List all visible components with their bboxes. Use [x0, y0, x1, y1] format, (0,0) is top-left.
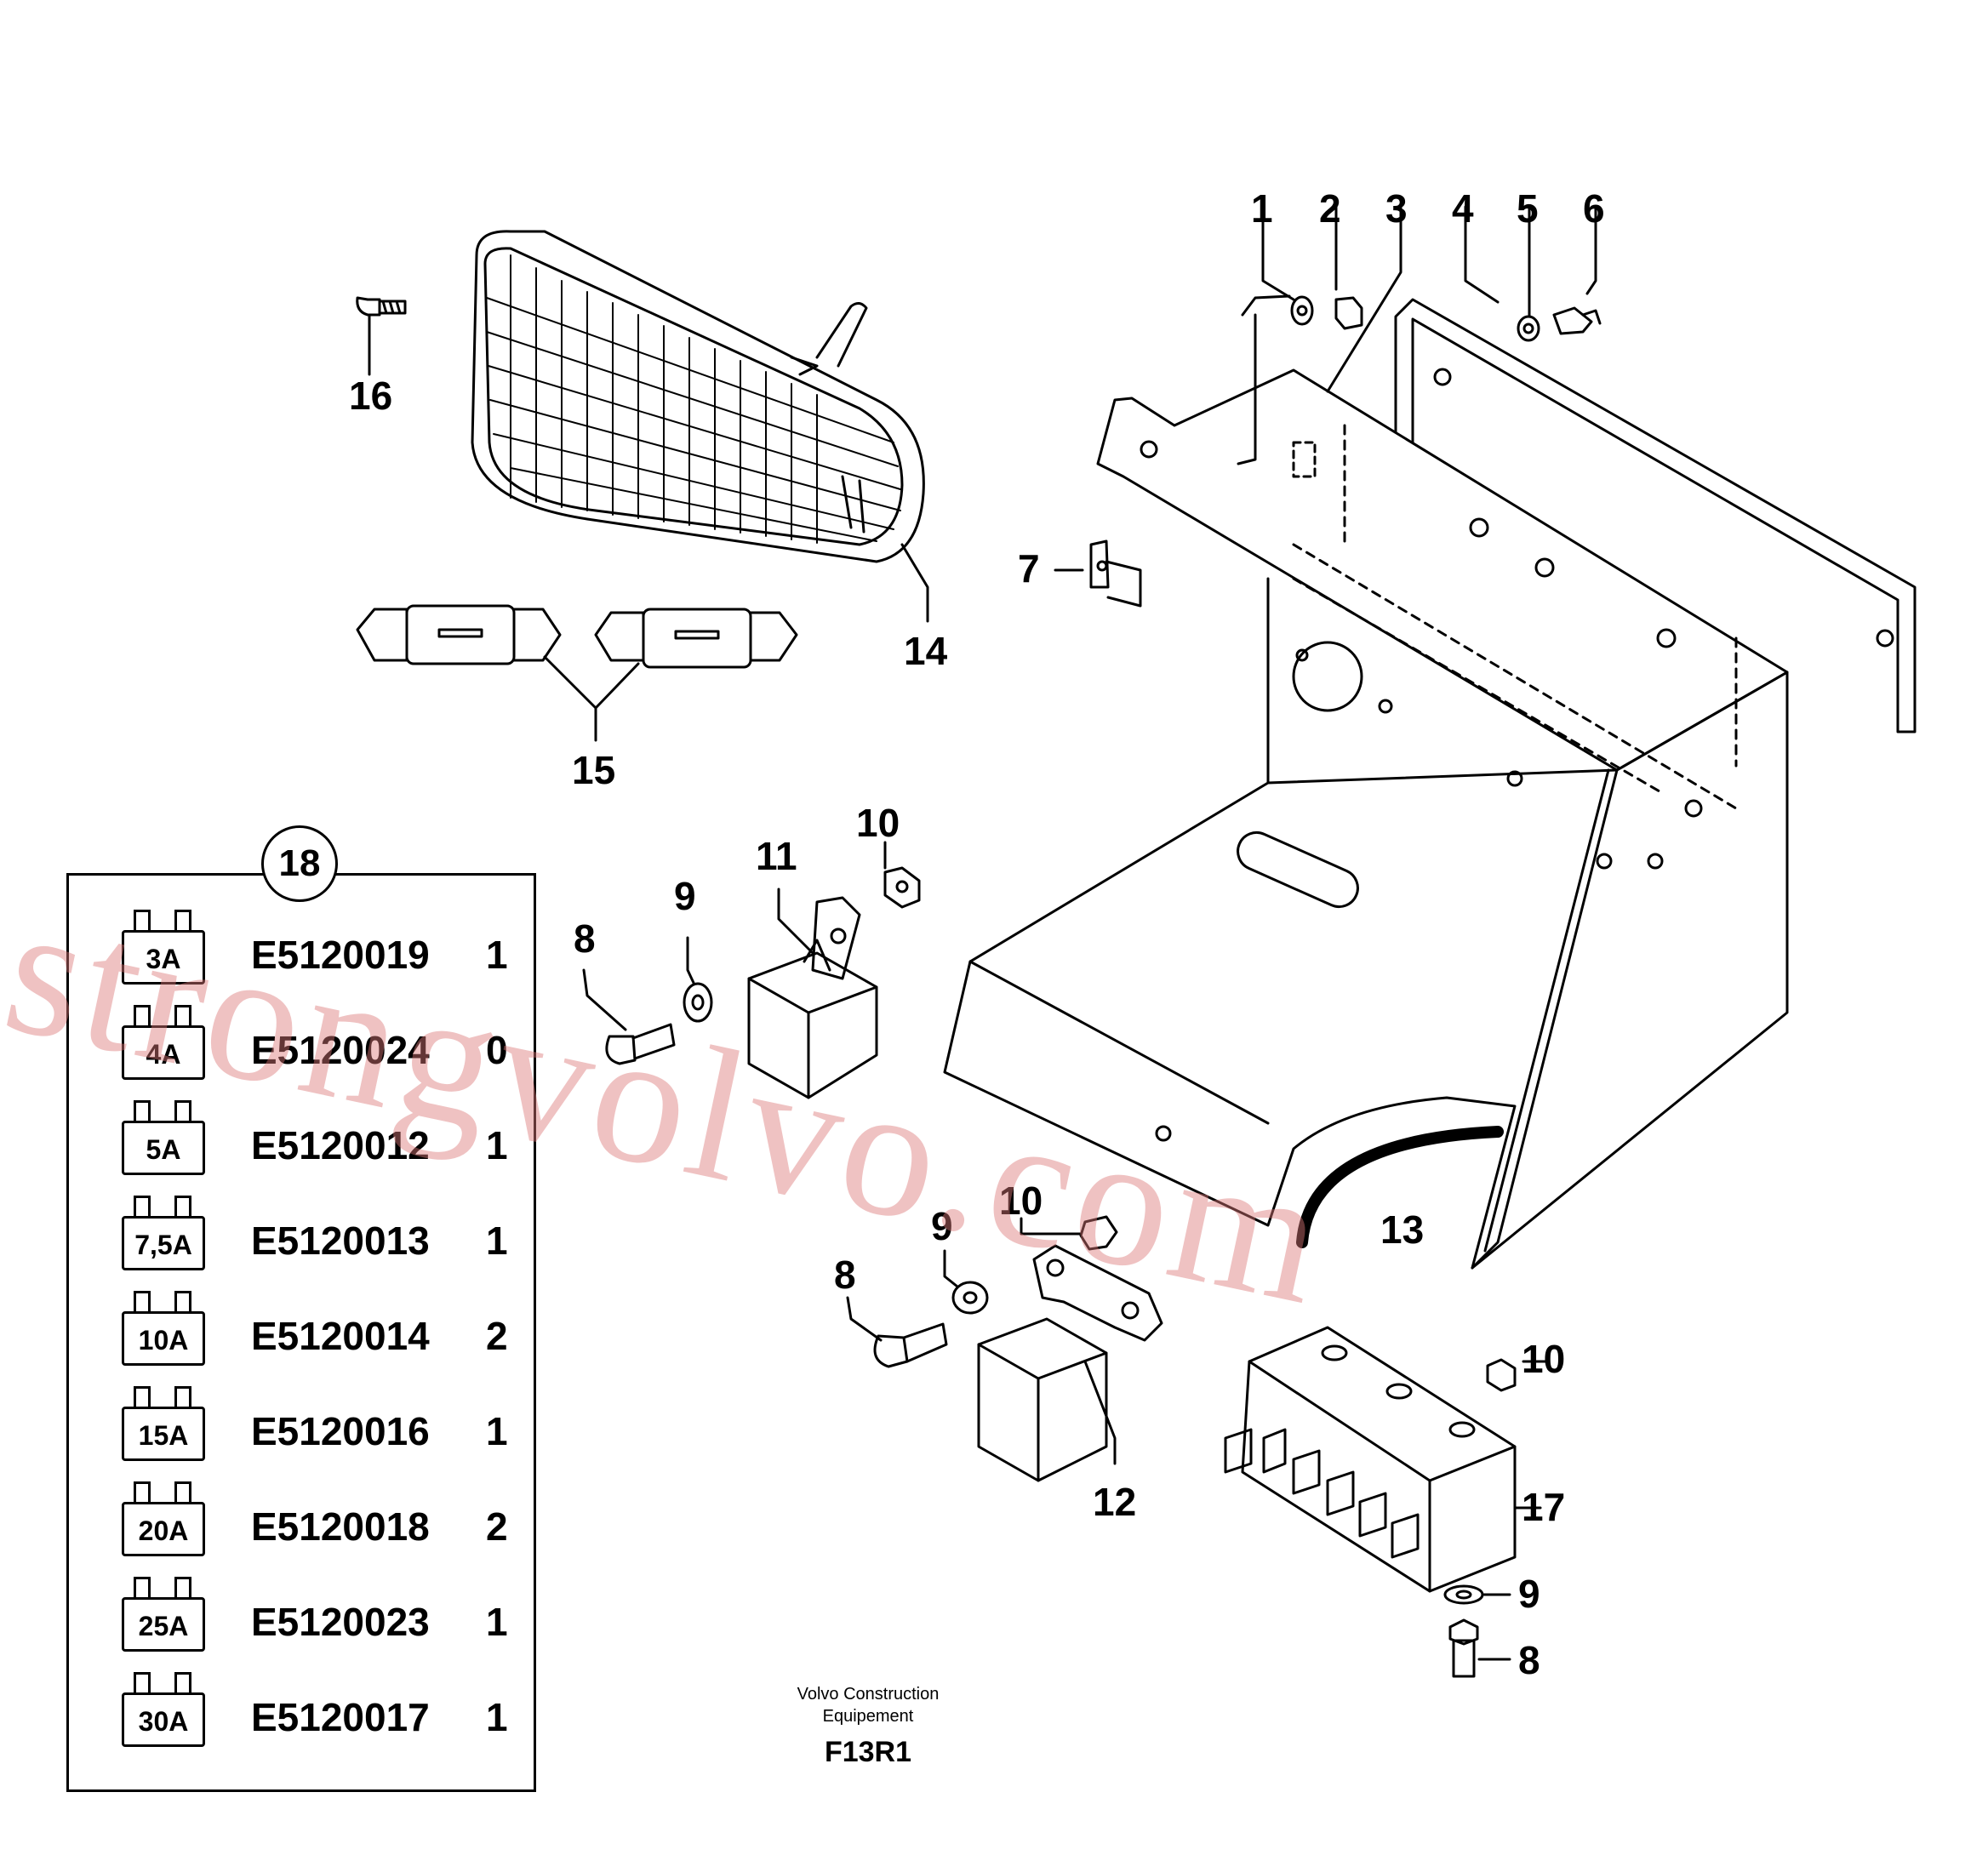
fuse-part-number: E5120012: [251, 1123, 430, 1167]
fuse-row: 5A E5120012 1: [69, 1090, 534, 1185]
callout-8-relay12: 8: [834, 1253, 856, 1297]
callout-15: 15: [572, 748, 616, 792]
callout-13: 13: [1380, 1207, 1425, 1252]
callout-9-relay12: 9: [931, 1204, 953, 1248]
fuse-row: 4A E5120024 0: [69, 995, 534, 1090]
fuse-icon: 7,5A: [122, 1185, 207, 1274]
fuse-rating: 4A: [146, 1039, 181, 1070]
fuse-part-number: E5120019: [251, 933, 430, 977]
relay-12-drawing: [846, 1215, 1163, 1482]
fuse-rating: 5A: [146, 1134, 181, 1165]
fuse-part-number: E5120023: [251, 1600, 430, 1644]
fuse-row: 7,5A E5120013 1: [69, 1185, 534, 1281]
fuse-icon: 3A: [122, 899, 207, 988]
fuse-part-number: E5120017: [251, 1695, 430, 1739]
fuse-rating: 15A: [138, 1420, 189, 1451]
screw-16-drawing: [356, 296, 407, 376]
fuse-quantity: 2: [486, 1314, 508, 1358]
fuse-quantity: 1: [486, 933, 508, 977]
fasteners-top-drawing: [1237, 205, 1602, 465]
fuse-part-number: E5120024: [251, 1028, 430, 1072]
callout-1: 1: [1251, 186, 1273, 231]
fuse-table-callout-18: 18: [261, 825, 338, 902]
relay-11-drawing: [582, 841, 921, 1099]
fuse-row: 20A E5120018 2: [69, 1471, 534, 1567]
fuse-table: 3A E5120019 1 4A E5120024 0 5A E5120012 …: [66, 873, 536, 1792]
callout-10-fusebox: 10: [1522, 1337, 1566, 1381]
fuse-icon: 25A: [122, 1567, 207, 1655]
callout-8-fusebox: 8: [1518, 1638, 1540, 1682]
figure-code: F13R1: [824, 1736, 912, 1768]
brand-line-2: Equipement: [822, 1707, 914, 1726]
fuse-row: 30A E5120017 1: [69, 1662, 534, 1757]
fuse-rating: 20A: [138, 1515, 189, 1546]
callout-12: 12: [1093, 1480, 1137, 1524]
fuse-quantity: 1: [486, 1600, 508, 1644]
fuse-quantity: 2: [486, 1504, 508, 1549]
fuse-rating: 10A: [138, 1325, 189, 1356]
fuse-icon: 30A: [122, 1662, 207, 1750]
bulbs-15-drawing: [356, 604, 798, 742]
callout-14: 14: [904, 629, 948, 673]
brand-line-1: Volvo Construction: [797, 1685, 940, 1704]
fuse-quantity: 1: [486, 1695, 508, 1739]
fuse-part-number: E5120016: [251, 1409, 430, 1453]
fuse-quantity: 1: [486, 1123, 508, 1167]
callout-4: 4: [1452, 186, 1474, 231]
fuse-icon: 5A: [122, 1090, 207, 1179]
callout-10-relay12: 10: [999, 1179, 1043, 1223]
fuse-icon: 4A: [122, 995, 207, 1083]
callout-2: 2: [1319, 186, 1341, 231]
fuse-rating: 7,5A: [134, 1230, 192, 1260]
fuse-rating: 3A: [146, 944, 181, 974]
callout-9-relay11: 9: [674, 874, 696, 918]
fuse-quantity: 1: [486, 1219, 508, 1263]
clip-nut-7-drawing: [1054, 539, 1142, 608]
fuse-row: 3A E5120019 1: [69, 899, 534, 995]
callout-5: 5: [1517, 186, 1539, 231]
fuse-rating: 30A: [138, 1706, 189, 1737]
fuse-row: 25A E5120023 1: [69, 1567, 534, 1662]
fuse-quantity: 1: [486, 1409, 508, 1453]
callout-7: 7: [1018, 546, 1040, 591]
fuse-part-number: E5120018: [251, 1504, 430, 1549]
fuse-quantity: 0: [486, 1028, 508, 1072]
callout-11: 11: [756, 834, 797, 878]
callout-3: 3: [1385, 186, 1408, 231]
callout-16: 16: [349, 374, 393, 418]
work-lamp-drawing: [471, 230, 929, 623]
callout-6: 6: [1583, 186, 1605, 231]
callout-10-relay11: 10: [856, 801, 900, 845]
fuse-row: 15A E5120016 1: [69, 1376, 534, 1471]
callout-17: 17: [1522, 1485, 1566, 1529]
fuse-part-number: E5120013: [251, 1219, 430, 1263]
fusebox-17-drawing: [1224, 1326, 1549, 1678]
fuse-icon: 20A: [122, 1471, 207, 1560]
fuse-row: 10A E5120014 2: [69, 1281, 534, 1376]
bracket-drawing: [943, 298, 1917, 1270]
callout-8-relay11: 8: [574, 916, 596, 961]
fuse-part-number: E5120014: [251, 1314, 430, 1358]
fuse-rating: 25A: [138, 1611, 189, 1641]
fuse-icon: 10A: [122, 1281, 207, 1369]
callout-9-fusebox: 9: [1518, 1572, 1540, 1616]
fuse-icon: 15A: [122, 1376, 207, 1464]
